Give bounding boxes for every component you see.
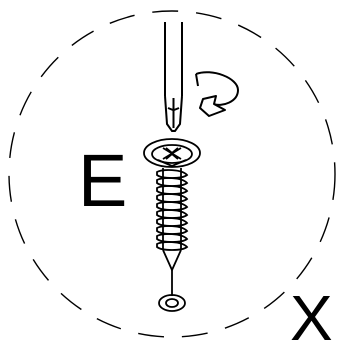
rotation-arrow-icon xyxy=(196,72,238,116)
screw-icon xyxy=(144,139,200,270)
screw-thread xyxy=(157,170,187,178)
screw-thread xyxy=(157,202,187,210)
screw-thread xyxy=(157,186,187,194)
screw-thread xyxy=(157,234,187,242)
screw-thread xyxy=(157,178,187,186)
screw-thread xyxy=(157,226,187,234)
screw-thread xyxy=(157,194,187,202)
screw-thread xyxy=(157,242,187,250)
screw-thread xyxy=(157,218,187,226)
screw-thread xyxy=(157,210,187,218)
step-label: E xyxy=(78,139,127,222)
screwdriver-icon xyxy=(165,22,182,131)
quantity-label: X xyxy=(290,282,333,347)
pilot-hole-icon xyxy=(159,270,185,311)
